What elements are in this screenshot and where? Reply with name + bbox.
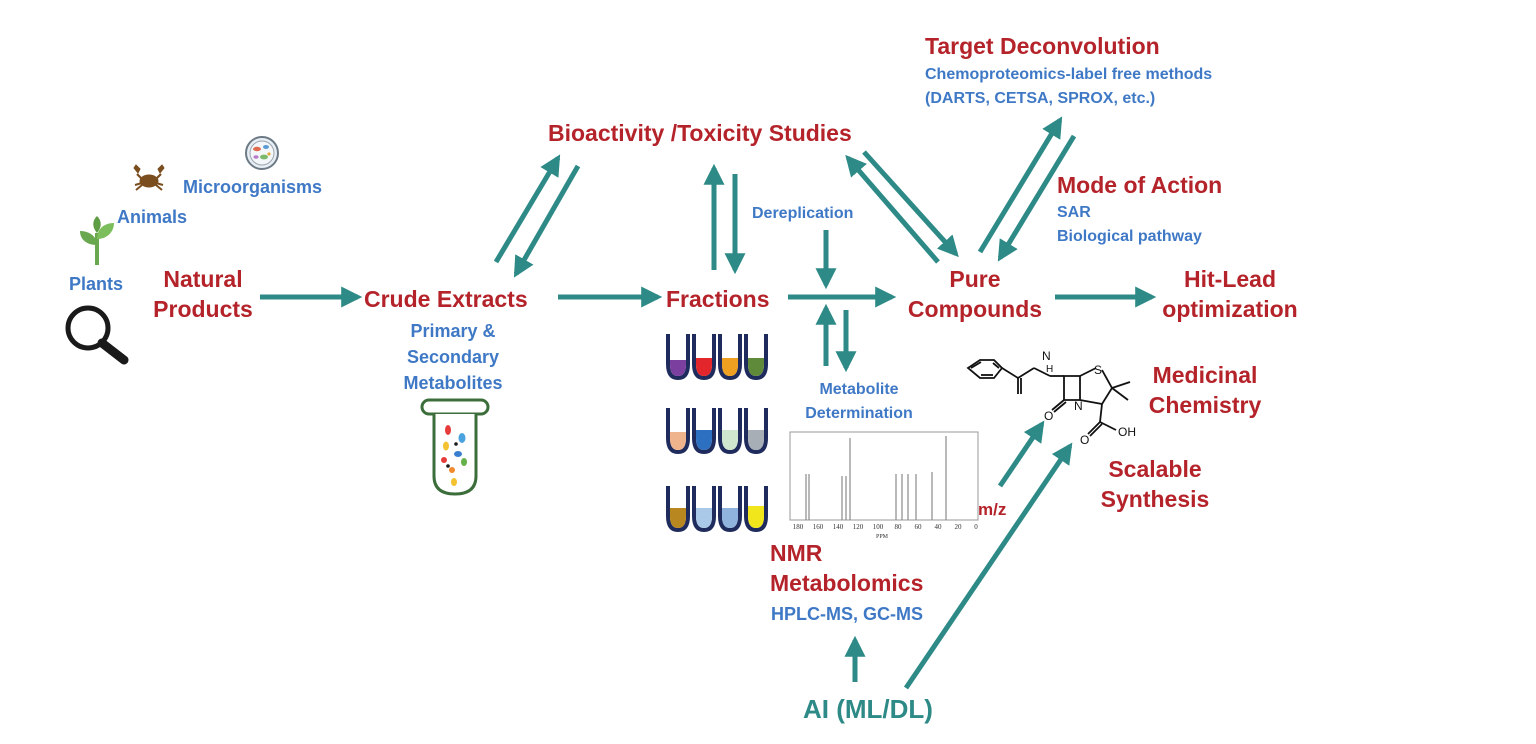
spectrum-tick: 120	[853, 523, 864, 531]
natural-products-line-2: Products	[153, 296, 253, 322]
animals-label: Animals	[117, 207, 188, 227]
spectrum-tick: 40	[935, 523, 943, 531]
fraction-tubes-icon	[666, 334, 768, 533]
nmr-title-line-1: NMR	[770, 540, 823, 566]
medicinal-line-1: Medicinal	[1152, 362, 1258, 388]
spectrum-tick: 20	[955, 523, 963, 531]
nmr-title-line-2: Metabolomics	[770, 570, 924, 596]
plant-icon	[80, 216, 114, 265]
nmr-spectrum-icon: 180 160 140 120 100 80 60 40 20 0 PPM	[789, 431, 979, 540]
spectrum-tick: 180	[793, 523, 804, 531]
mol-nh: H	[1046, 364, 1053, 375]
scalable-synthesis-title: Scalable Synthesis	[1080, 454, 1230, 514]
target-deconvolution-title: Target Deconvolution	[925, 33, 1160, 59]
arrow-pure-to-target	[977, 116, 1063, 254]
search-magnifier-icon	[65, 305, 129, 365]
mode-of-action-subtitle: SAR Biological pathway	[1057, 201, 1202, 249]
mol-n-top: N	[1042, 349, 1051, 363]
fractions-title: Fractions	[666, 286, 770, 312]
spectrum-tick: 60	[915, 523, 923, 531]
bioactivity-title: Bioactivity /Toxicity Studies	[548, 120, 852, 146]
target-sub-line-1: Chemoproteomics-label free methods	[925, 66, 1213, 83]
spectrum-tick: 140	[833, 523, 844, 531]
plants-label: Plants	[69, 274, 124, 294]
metabolite-determination-label: Metabolite Determination	[784, 378, 934, 426]
mol-cooh: OH	[1118, 425, 1136, 439]
mz-label: m/z	[978, 500, 1007, 519]
arrow-pure-to-bioactivity	[845, 154, 940, 264]
dereplication-label: Dereplication	[752, 205, 854, 222]
arrow-ai-to-molecule	[903, 442, 1073, 690]
scalable-line-1: Scalable	[1108, 456, 1202, 482]
microorganism-petri-dish-icon	[245, 136, 279, 170]
target-deconvolution-subtitle: Chemoproteomics-label free methods (DART…	[925, 63, 1212, 111]
spectrum-tick: 160	[813, 523, 824, 531]
spectrum-tick: 100	[873, 523, 884, 531]
natural-products-title: Natural Products	[140, 264, 266, 324]
nmr-metabolomics-subtitle: HPLC-MS, GC-MS	[771, 604, 923, 624]
mol-o-acid: O	[1080, 433, 1089, 447]
mode-sub-line-1: SAR	[1057, 204, 1091, 221]
arrow-mz-to-molecule	[997, 420, 1045, 488]
ai-label: AI (ML/DL)	[803, 694, 933, 724]
mol-o-left: O	[1044, 409, 1053, 423]
mode-of-action-title: Mode of Action	[1057, 172, 1223, 198]
microorganisms-label: Microorganisms	[183, 177, 323, 197]
crab-icon	[133, 164, 165, 191]
spectrum-axis-title: PPM	[876, 534, 889, 540]
pure-compounds-title: Pure Compounds	[895, 264, 1055, 324]
mol-s: S	[1094, 363, 1102, 377]
metabolite-line-1: Metabolite	[819, 381, 899, 398]
arrow-crude-to-bioactivity	[493, 154, 561, 264]
mode-sub-line-2: Biological pathway	[1057, 228, 1202, 245]
crude-extracts-subtitle: Primary & Secondary Metabolites	[388, 318, 518, 396]
metabolite-line-2: Determination	[805, 405, 913, 422]
hit-lead-line-2: optimization	[1162, 296, 1298, 322]
spectrum-tick: 0	[974, 523, 978, 531]
crude-sub-line-1: Primary &	[410, 321, 496, 341]
medicinal-line-2: Chemistry	[1148, 392, 1262, 418]
medicinal-chemistry-title: Medicinal Chemistry	[1130, 360, 1280, 420]
arrow-bioactivity-to-pure	[862, 150, 959, 258]
natural-products-line-1: Natural	[163, 266, 243, 292]
scalable-line-2: Synthesis	[1100, 486, 1210, 512]
crude-extracts-title: Crude Extracts	[364, 286, 528, 312]
crude-extract-test-tube-icon	[420, 398, 490, 496]
spectrum-tick: 80	[895, 523, 903, 531]
pure-compounds-line-2: Compounds	[907, 296, 1043, 322]
crude-sub-line-2: Secondary	[406, 347, 500, 367]
crude-sub-line-3: Metabolites	[403, 373, 503, 393]
arrow-bioactivity-to-crude	[513, 164, 581, 278]
mol-n-ring: N	[1074, 399, 1083, 413]
pure-compounds-line-1: Pure	[949, 266, 1001, 292]
target-sub-line-2: (DARTS, CETSA, SPROX, etc.)	[925, 90, 1156, 107]
hit-lead-title: Hit-Lead optimization	[1150, 264, 1310, 324]
penicillin-molecule-structure: N H S N O OH O	[966, 349, 1136, 447]
arrow-mode-to-pure	[997, 134, 1077, 262]
nmr-metabolomics-title: NMR Metabolomics	[770, 538, 923, 598]
hit-lead-line-1: Hit-Lead	[1184, 266, 1276, 292]
